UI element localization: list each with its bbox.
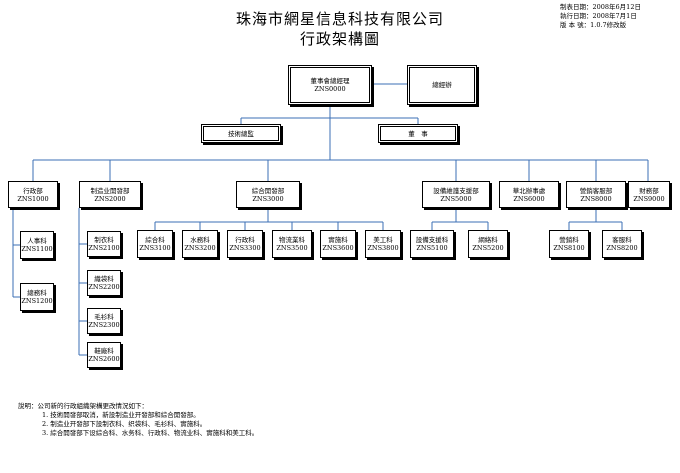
integrated-dev-dept-box: 綜合開發部 ZNS3000 (236, 181, 300, 208)
service-section-code: ZNS8200 (606, 244, 638, 252)
general-affairs-box: 總務科 ZNS1200 (20, 283, 54, 311)
logistics-section-code: ZNS3500 (276, 244, 308, 252)
chairman-code: ZNS0000 (314, 85, 346, 93)
tech-director-name: 技術總監 (228, 129, 254, 138)
finance-dept-code: ZNS9000 (633, 194, 665, 203)
integrated-section-code: ZNS3100 (139, 244, 171, 252)
beijing-office-code: ZNS6000 (513, 194, 545, 203)
realestate-section-name: 實施科 (328, 236, 348, 244)
beijing-office-box: 華北辦事處 ZNS6000 (499, 181, 559, 208)
hr-section-name: 人事科 (27, 237, 47, 245)
realestate-section-code: ZNS3600 (322, 244, 354, 252)
general-affairs-name: 總務科 (27, 289, 47, 297)
apparel-section-name: 制衣科 (94, 236, 114, 244)
admin-dept-code: ZNS1000 (17, 194, 49, 203)
water-section-name: 水務科 (190, 236, 210, 244)
effective-date: 執行日期：2008年7月1日 (560, 12, 637, 20)
hr-section-box: 人事科 ZNS1100 (20, 231, 54, 259)
wool-section-name: 毛衫科 (94, 313, 114, 321)
water-section-box: 水務科 ZNS3200 (182, 230, 218, 258)
marketing-section-box: 營銷科 ZNS8100 (549, 230, 589, 258)
equip-support-code: ZNS5100 (416, 244, 448, 252)
admin-dept-box: 行政部 ZNS1000 (8, 181, 58, 208)
water-section-code: ZNS3200 (184, 244, 216, 252)
chairman-box: 董事會總經理 ZNS0000 (288, 65, 372, 105)
integrated-dev-dept-name: 綜合開發部 (251, 186, 285, 195)
woven-section-code: ZNS2200 (88, 283, 120, 291)
art-section-box: 美工科 ZNS3800 (365, 230, 401, 258)
notes-heading: 說明：公司新的行政組織架構更改情況如下： (18, 402, 148, 410)
service-section-box: 客服科 ZNS8200 (602, 230, 642, 258)
integrated-section-name: 綜合科 (145, 236, 165, 244)
gm-office-box: 總經辦 (407, 65, 477, 105)
chairman-name: 董事會總經理 (310, 77, 350, 85)
shoes-section-name: 鞋廠科 (94, 347, 114, 355)
general-affairs-code: ZNS1200 (21, 297, 53, 305)
notes-section: 說明：公司新的行政組織架構更改情況如下： 1. 技術開發部取消，新設制造业开發部… (18, 402, 258, 438)
finance-dept-box: 財務部 ZNS9000 (628, 181, 670, 208)
note-item: 1. 技術開發部取消，新設制造业开發部和綜合開發部。 (42, 411, 200, 419)
admin-section-name: 行政科 (235, 236, 255, 244)
shoes-section-code: ZNS2600 (88, 355, 120, 363)
note-item: 2. 制造业开發部下設制衣科、织袋科、毛衫科、實施科。 (42, 420, 207, 428)
made-date: 制表日期：2008年6月12日 (560, 3, 641, 11)
apparel-section-box: 制衣科 ZNS2100 (87, 231, 121, 257)
mfg-dev-dept-box: 制造业開發部 ZNS2000 (79, 181, 141, 208)
marketing-section-code: ZNS8100 (553, 244, 585, 252)
equipment-dept-box: 設備維護支援部 ZNS5000 (422, 181, 490, 208)
chart-title: 行政架構圖 (299, 30, 380, 48)
version-number: 版 本 號：1.0.7修改版 (560, 21, 627, 29)
logistics-section-box: 物流業科 ZNS3500 (272, 230, 312, 258)
network-section-box: 網絡科 ZNS5200 (468, 230, 508, 258)
network-section-code: ZNS5200 (472, 244, 504, 252)
woven-section-name: 織袋科 (94, 275, 114, 283)
integrated-dev-dept-code: ZNS3000 (252, 194, 284, 203)
marketing-section-name: 營銷科 (559, 236, 579, 244)
integrated-section-box: 綜合科 ZNS3100 (137, 230, 173, 258)
mfg-dev-dept-code: ZNS2000 (94, 194, 126, 203)
equipment-dept-name: 設備維護支援部 (433, 186, 479, 195)
art-section-code: ZNS3800 (367, 244, 399, 252)
beijing-office-name: 華北辦事處 (512, 186, 546, 195)
sales-dept-box: 營銷客服部 ZNS8000 (566, 181, 626, 208)
network-section-name: 網絡科 (478, 236, 498, 244)
equip-support-name: 設備支援科 (415, 236, 449, 244)
gm-office-name: 總經辦 (432, 81, 452, 89)
hr-section-code: ZNS1100 (21, 245, 53, 253)
sales-dept-code: ZNS8000 (580, 194, 612, 203)
equip-support-box: 設備支援科 ZNS5100 (410, 230, 454, 258)
shoes-section-box: 鞋廠科 ZNS2600 (87, 342, 121, 368)
wool-section-box: 毛衫科 ZNS2300 (87, 308, 121, 334)
finance-dept-name: 財務部 (639, 186, 659, 195)
company-name: 珠海市網星信息科技有限公司 (235, 10, 444, 28)
mfg-dev-dept-name: 制造业開發部 (90, 186, 130, 195)
admin-section-box: 行政科 ZNS3300 (227, 230, 263, 258)
wool-section-code: ZNS2300 (88, 321, 120, 329)
service-section-name: 客服科 (612, 236, 632, 244)
admin-dept-name: 行政部 (23, 186, 43, 195)
equipment-dept-code: ZNS5000 (440, 194, 472, 203)
director-box: 董 事 (378, 124, 458, 143)
sales-dept-name: 營銷客服部 (579, 186, 613, 195)
tech-director-box: 技術總監 (201, 124, 281, 143)
art-section-name: 美工科 (373, 236, 393, 244)
woven-section-box: 織袋科 ZNS2200 (87, 270, 121, 296)
apparel-section-code: ZNS2100 (88, 244, 120, 252)
logistics-section-name: 物流業科 (279, 236, 305, 244)
realestate-section-box: 實施科 ZNS3600 (320, 230, 356, 258)
director-name: 董 事 (408, 129, 428, 138)
admin-section-code: ZNS3300 (229, 244, 261, 252)
note-item: 3. 綜合開發部下设綜合科、水务科、行政科、物流业科、實施科和美工科。 (42, 429, 259, 437)
